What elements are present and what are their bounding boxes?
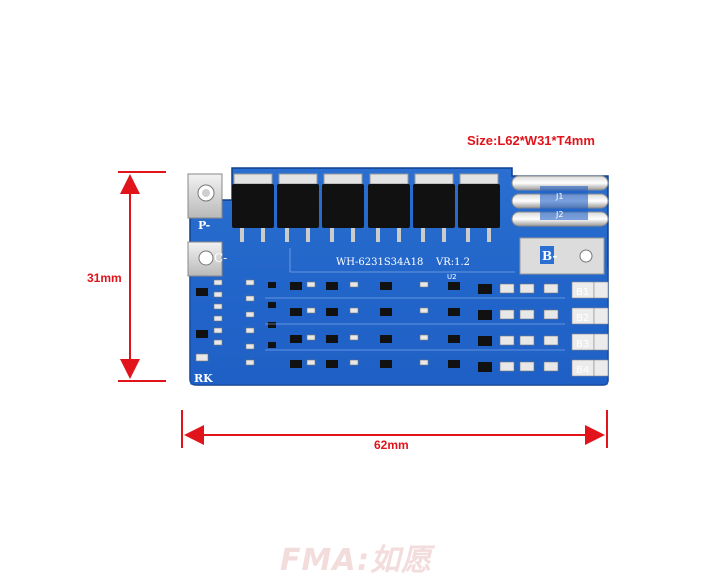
- chip-u2-label: U2: [447, 273, 457, 281]
- coil-j1-label: J1: [555, 192, 563, 201]
- terminal-c: [187, 241, 223, 277]
- watermark-logo: FMA:如愿: [280, 543, 433, 578]
- width-dimension: [181, 410, 608, 448]
- pad-rk-label: RK: [194, 372, 213, 385]
- smd-components: [195, 248, 609, 377]
- width-dimension-label: 62mm: [374, 438, 409, 452]
- version-label: VR:1.2: [435, 257, 470, 268]
- cell-label-b4: B4: [576, 365, 589, 376]
- height-dimension-label: 31mm: [87, 271, 122, 285]
- shunt-wires: [511, 175, 609, 227]
- cell-label-b1: B1: [576, 287, 589, 298]
- pad-p-label: P-: [198, 219, 210, 232]
- cell-label-b3: B3: [576, 339, 589, 350]
- terminal-b: [519, 237, 605, 275]
- cell-label-b2: B2: [576, 313, 589, 324]
- pad-b-label: B-: [542, 249, 557, 263]
- height-dimension: [118, 171, 166, 382]
- mosfet-row: [232, 173, 500, 242]
- coil-j2-label: J2: [555, 210, 563, 219]
- size-spec-label: Size:L62*W31*T4mm: [467, 133, 595, 148]
- model-label: WH-6231S34A18: [336, 257, 423, 268]
- pad-c-label: C-: [214, 251, 227, 265]
- terminal-p: [187, 173, 223, 219]
